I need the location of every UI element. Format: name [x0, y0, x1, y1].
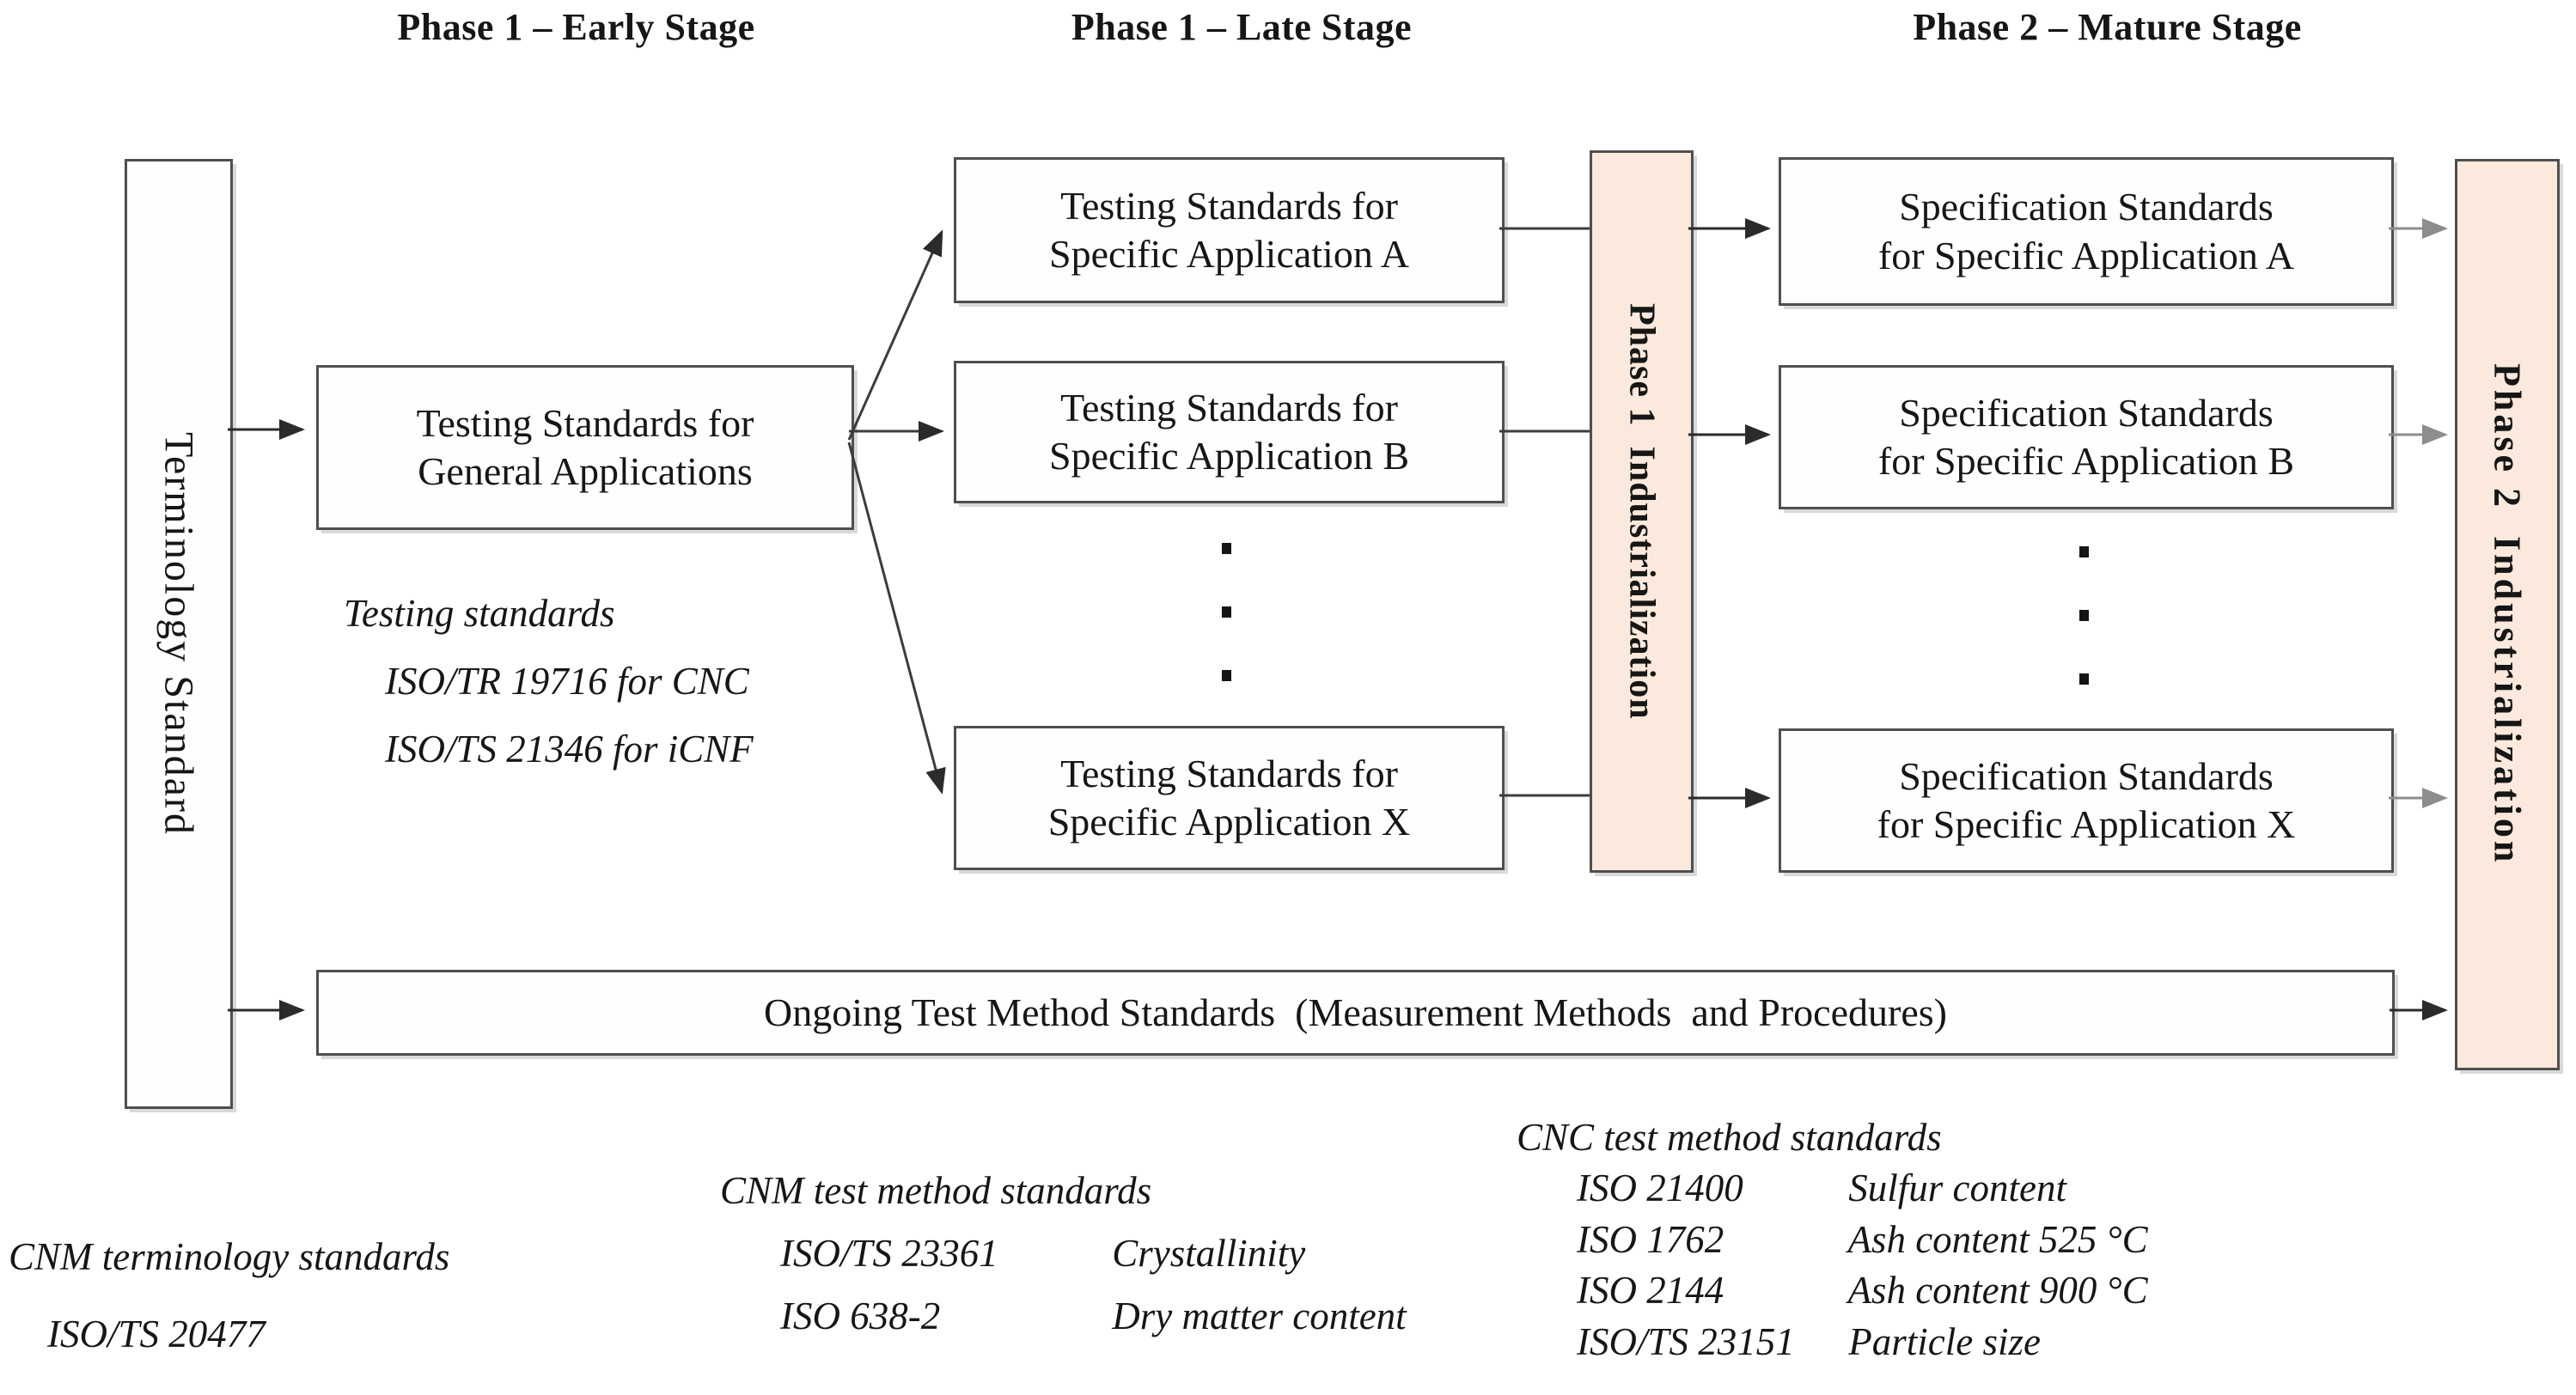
column-header-phase2-mature: Phase 2 – Mature Stage — [1913, 6, 2302, 48]
testing-specific-b-label: Testing Standards for Specific Applicati… — [1048, 385, 1410, 478]
node-testing-specific-a: Testing Standards for Specific Applicati… — [954, 157, 1505, 303]
annotation-cnm-test-item: ISO 638-2 Dry matter content — [780, 1285, 1407, 1348]
standard-description: Dry matter content — [1112, 1294, 1407, 1337]
column-header-phase1-late: Phase 1 – Late Stage — [1071, 6, 1413, 48]
annotation-testing-item: ISO/TR 19716 for CNC — [385, 659, 749, 703]
standard-code: ISO/TS 23151 — [1577, 1319, 1795, 1363]
node-spec-specific-a: Specification Standards for Specific App… — [1779, 157, 2394, 306]
standard-code: ISO 2144 — [1577, 1269, 1724, 1313]
standard-description: Particle size — [1848, 1319, 2041, 1363]
node-testing-general: Testing Standards for General Applicatio… — [316, 365, 854, 530]
node-ongoing-test-methods: Ongoing Test Method Standards (Measureme… — [316, 970, 2395, 1056]
ellipsis-dot — [1221, 670, 1231, 681]
ellipsis-dot — [2079, 610, 2089, 621]
terminology-standard-label: Terminology Standard — [156, 432, 202, 836]
standard-description: Sulfur content — [1848, 1167, 2066, 1210]
standard-description: Ash content 525 °C — [1847, 1217, 2148, 1261]
ongoing-test-methods-label: Ongoing Test Method Standards (Measureme… — [764, 990, 1947, 1034]
annotation-testing-standards: Testing standards ISO/TR 19716 for CNC I… — [344, 580, 754, 783]
ellipsis-dot — [1221, 606, 1231, 618]
testing-specific-a-label: Testing Standards for Specific Applicati… — [1048, 183, 1410, 276]
standard-code: ISO 1762 — [1577, 1217, 1724, 1261]
vertical-ellipsis-icon — [2078, 546, 2090, 737]
node-testing-specific-b: Testing Standards for Specific Applicati… — [954, 361, 1505, 503]
standard-code: ISO 21400 — [1577, 1167, 1743, 1210]
node-terminology-standard: Terminology Standard — [125, 159, 233, 1109]
node-spec-specific-b: Specification Standards for Specific App… — [1779, 365, 2394, 509]
annotation-cnc-test-methods: CNC test method standards ISO 21400 Sulf… — [1517, 1112, 2148, 1368]
spec-specific-x-label: Specification Standards for Specific App… — [1877, 753, 2296, 846]
spec-specific-a-label: Specification Standards for Specific App… — [1877, 185, 2295, 277]
node-phase1-industrialization: Phase 1 Industrialization — [1590, 150, 1694, 873]
annotation-cnc-test-item: ISO/TS 23151 Particle size — [1577, 1317, 2148, 1368]
testing-general-label: Testing Standards for General Applicatio… — [416, 400, 754, 493]
arrow-general-to-testing-x — [847, 442, 946, 795]
annotation-cnm-terminology: CNM terminology standards ISO/TS 20477 — [9, 1218, 449, 1373]
annotation-cnc-test-item: ISO 1762 Ash content 525 °C — [1577, 1215, 2148, 1265]
standard-code: ISO 638-2 — [780, 1294, 941, 1337]
phase1-industrialization-label: Phase 1 Industrialization — [1621, 303, 1662, 720]
standard-description: Crystallinity — [1112, 1231, 1306, 1275]
column-header-phase1-early: Phase 1 – Early Stage — [397, 6, 755, 48]
annotation-cnm-terminology-item: ISO/TS 20477 — [47, 1313, 266, 1355]
testing-specific-x-label: Testing Standards for Specific Applicati… — [1047, 751, 1411, 844]
annotation-cnc-test-title: CNC test method standards — [1517, 1116, 1942, 1159]
spec-specific-b-label: Specification Standards for Specific App… — [1877, 390, 2295, 483]
annotation-testing-title: Testing standards — [344, 592, 615, 635]
annotation-cnc-test-item: ISO 2144 Ash content 900 °C — [1577, 1265, 2148, 1316]
node-spec-specific-x: Specification Standards for Specific App… — [1779, 728, 2394, 873]
annotation-cnm-test-item: ISO/TS 23361 Crystallinity — [780, 1222, 1407, 1285]
annotation-cnm-test-title: CNM test method standards — [720, 1169, 1152, 1212]
annotation-testing-item: ISO/TS 21346 for iCNF — [385, 727, 754, 771]
ellipsis-dot — [2079, 673, 2089, 685]
node-phase2-industrialization: Phase 2 Industrialization — [2455, 159, 2560, 1070]
annotation-cnm-test-methods: CNM test method standards ISO/TS 23361 C… — [720, 1160, 1407, 1348]
node-testing-specific-x: Testing Standards for Specific Applicati… — [954, 726, 1505, 870]
phase2-industrialization-label: Phase 2 Industrialization — [2486, 363, 2529, 866]
ellipsis-dot — [1221, 543, 1231, 554]
standard-description: Ash content 900 °C — [1847, 1269, 2148, 1313]
vertical-ellipsis-icon — [1220, 543, 1232, 734]
ellipsis-dot — [2079, 546, 2089, 557]
arrow-general-to-testing-a — [847, 229, 943, 441]
annotation-cnc-test-item: ISO 21400 Sulfur content — [1577, 1163, 2148, 1214]
annotation-cnm-terminology-title: CNM terminology standards — [9, 1235, 450, 1278]
standard-code: ISO/TS 23361 — [780, 1231, 998, 1275]
